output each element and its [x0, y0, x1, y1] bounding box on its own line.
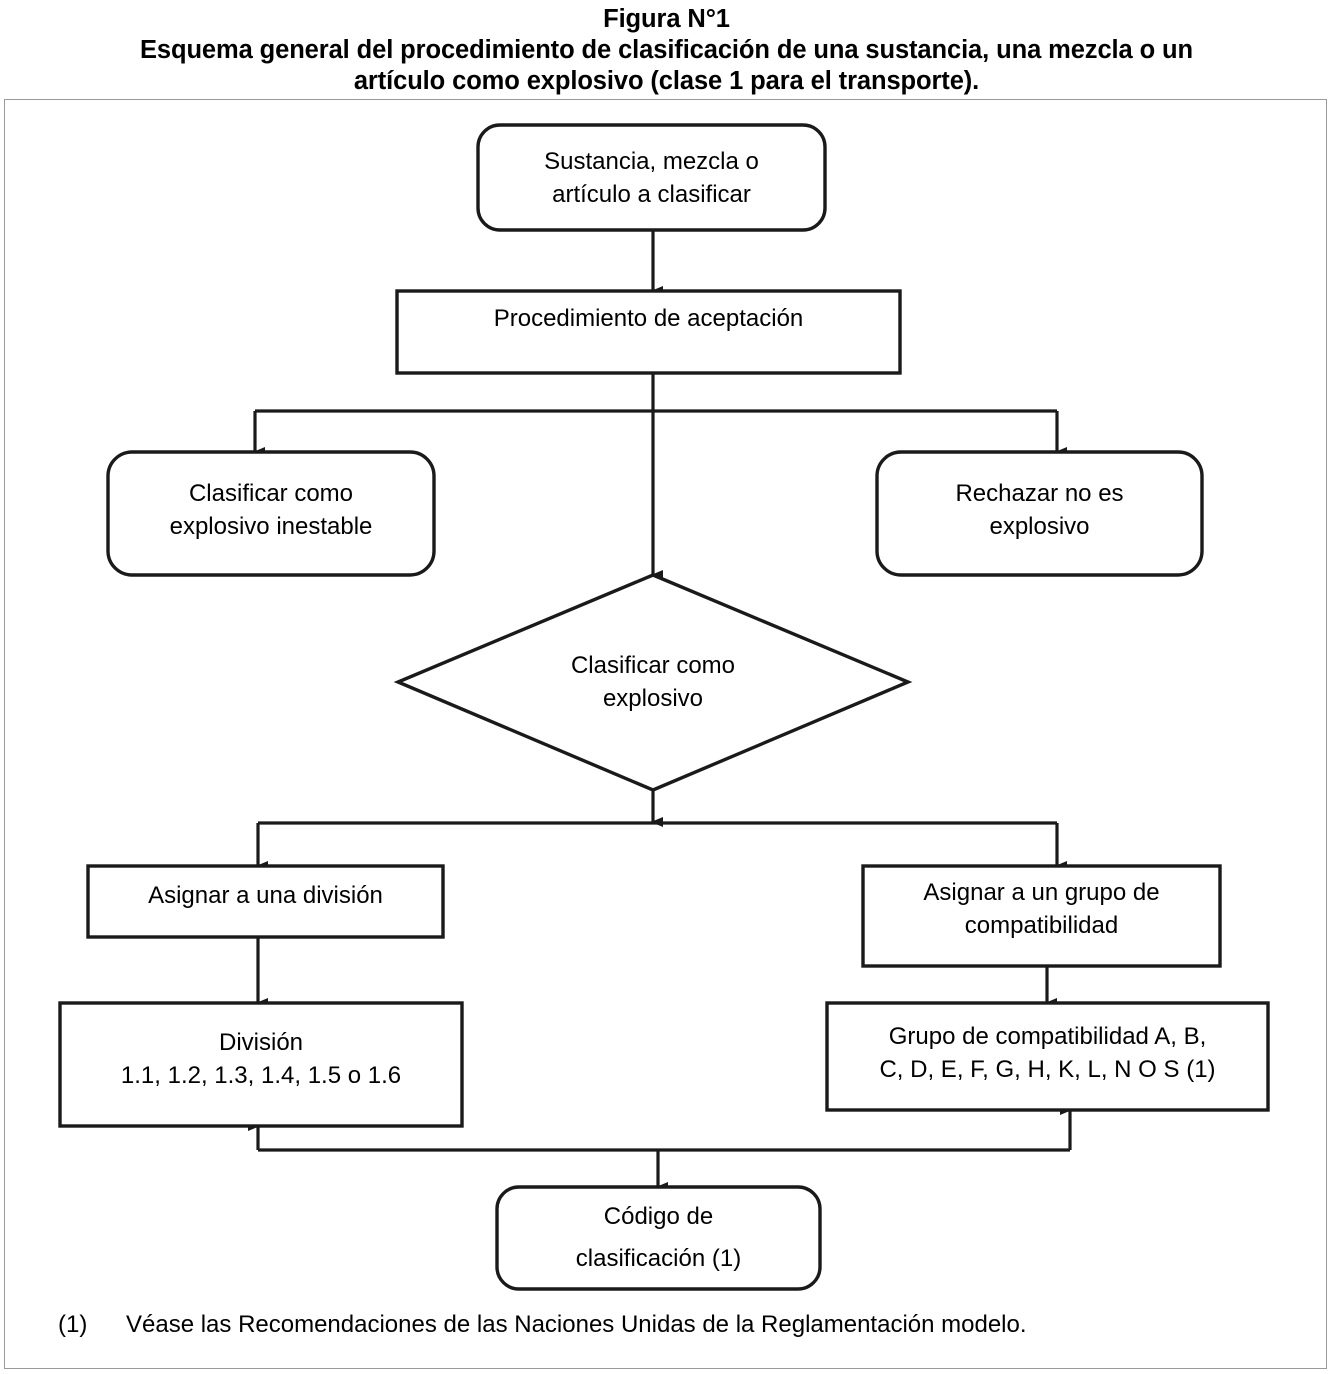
footnote: (1) Véase las Recomendaciones de las Nac…	[58, 1310, 1258, 1340]
node-assign-group-label: Asignar a un grupo de compatibilidad	[923, 879, 1160, 939]
figure-title: Figura N°1 Esquema general del procedimi…	[0, 0, 1333, 97]
node-assign-division-label: Asignar a una división	[148, 881, 383, 909]
node-code-label: Código de clasificación (1)	[575, 1203, 742, 1272]
figure-title-line-1: Figura N°1	[603, 5, 730, 33]
figure-title-line-2: Esquema general del procedimiento de cla…	[139, 36, 1193, 64]
node-group-label: Grupo de compatibilidad A, B, C, D, E, F…	[879, 1023, 1216, 1083]
node-acceptance-label: Procedimiento de aceptación	[493, 305, 804, 332]
node-classify-label: Clasificar como explosivo	[570, 652, 736, 712]
footnote-text: Véase las Recomendaciones de las Nacione…	[126, 1311, 1027, 1338]
node-start-label: Sustancia, mezcla o artículo a clasifica…	[544, 147, 759, 208]
node-unstable-label: Clasificar como explosivo inestable	[169, 480, 373, 540]
node-division-label: División 1.1, 1.2, 1.3, 1.4, 1.5 o 1.6	[120, 1029, 402, 1089]
node-reject-label: Rechazar no es explosivo	[955, 480, 1124, 540]
footnote-marker: (1)	[58, 1311, 88, 1338]
figure-title-line-3: artículo como explosivo (clase 1 para el…	[353, 67, 980, 95]
